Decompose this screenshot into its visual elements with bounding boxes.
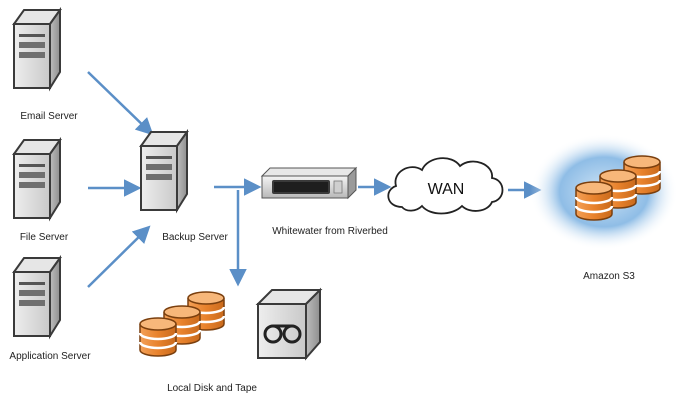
amazon-s3-node: Amazon S3	[530, 134, 678, 282]
appliance-icon	[260, 166, 358, 200]
local-storage-node: Local Disk and Tape	[138, 287, 323, 394]
whitewater-node: Whitewater from Riverbed	[260, 166, 388, 237]
server-icon	[140, 131, 188, 211]
database-icon	[138, 290, 226, 358]
tape-drive-icon	[255, 287, 323, 361]
server-icon	[13, 257, 61, 337]
backup-server-label: Backup Server	[162, 232, 228, 243]
arrow-app-to-backup	[87, 225, 151, 288]
connector-arrows	[87, 71, 542, 288]
server-icon	[13, 9, 61, 89]
backup-server-node: Backup Server	[140, 131, 228, 243]
cloud-icon	[387, 157, 504, 215]
application-server-label: Application Server	[9, 351, 91, 362]
wan-label: WAN	[428, 181, 465, 198]
wan-node: WAN	[387, 157, 504, 215]
local-storage-label: Local Disk and Tape	[167, 383, 257, 394]
arrow-email-to-backup	[87, 71, 154, 136]
email-server-label: Email Server	[20, 111, 78, 122]
application-server-node: Application Server	[9, 257, 91, 362]
amazon-s3-label: Amazon S3	[583, 271, 635, 282]
file-server-node: File Server	[13, 139, 69, 243]
whitewater-label: Whitewater from Riverbed	[272, 226, 388, 237]
email-server-node: Email Server	[13, 9, 78, 122]
server-icon	[13, 139, 61, 219]
file-server-label: File Server	[20, 232, 69, 243]
